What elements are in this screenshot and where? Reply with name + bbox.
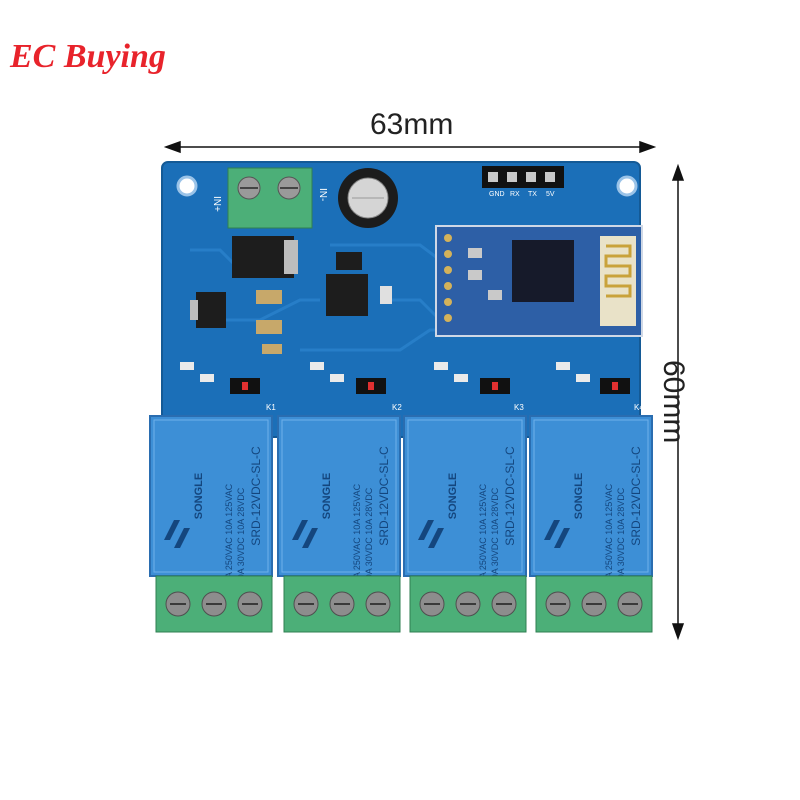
header-label-rx: RX (510, 191, 520, 198)
output-terminal-row (155, 575, 653, 633)
small-regulator (190, 292, 226, 328)
songle-logo-icon (164, 520, 190, 548)
relay-model: SRD-12VDC-SL-C (377, 446, 391, 546)
relay-label-k4: K4 (634, 403, 644, 412)
power-terminal (227, 167, 313, 229)
brand-logo: EC Buying (10, 38, 166, 75)
voltage-regulator (232, 236, 298, 278)
relay-1: SONGLE SRD-12VDC-SL-C 10A 250VAC 10A 125VA… (149, 415, 273, 588)
relay-label-k1: K1 (266, 403, 276, 412)
ic-chip-small (336, 252, 362, 270)
relay-4: SONGLE SRD-12VDC-SL-C 10A 250VAC 10A 125VA… (529, 415, 653, 588)
relay-2: SONGLE SRD-12VDC-SL-C 10A 250VAC 10A 125VA… (277, 415, 401, 588)
relay-driver-row (180, 362, 630, 394)
height-dimension-arrow (671, 163, 685, 641)
relay-rating-dc: 10A 30VDC 10A 28VDC (490, 487, 500, 584)
output-terminal-1 (155, 575, 273, 633)
header-label-gnd: GND (489, 191, 505, 198)
songle-logo-icon (292, 520, 318, 548)
power-label-positive: IN+ (211, 196, 222, 212)
relay-rating-ac: 10A 250VAC 10A 125VAC (352, 483, 362, 588)
relay-rating-ac: 10A 250VAC 10A 125VAC (224, 483, 234, 588)
relay-brand: SONGLE (193, 473, 205, 519)
relay-brand: SONGLE (447, 473, 459, 519)
relay-rating-ac: 10A 250VAC 10A 125VAC (478, 483, 488, 588)
relay-model: SRD-12VDC-SL-C (629, 446, 643, 546)
relay-3: SONGLE SRD-12VDC-SL-C 10A 250VAC 10A 125VA… (403, 415, 527, 588)
serial-header (482, 166, 564, 188)
relay-brand: SONGLE (321, 473, 333, 519)
relay-row: SONGLE SRD-12VDC-SL-C 10A 250VAC 10A 125VA… (149, 415, 653, 588)
smd-parts (256, 286, 392, 354)
header-label-tx: TX (528, 191, 537, 198)
output-terminal-3 (409, 575, 527, 633)
header-label-5v: 5V (546, 191, 555, 198)
mounting-hole (616, 175, 638, 197)
relay-label-k3: K3 (514, 403, 524, 412)
relay-model: SRD-12VDC-SL-C (503, 446, 517, 546)
output-terminal-4 (535, 575, 653, 633)
width-dimension-arrow (163, 140, 657, 154)
electrolytic-capacitor (338, 168, 398, 228)
songle-logo-icon (544, 520, 570, 548)
output-terminal-2 (283, 575, 401, 633)
ic-chip (326, 274, 368, 316)
relay-rating-ac: 10A 250VAC 10A 125VAC (604, 483, 614, 588)
bluetooth-module (435, 225, 643, 337)
relay-rating-dc: 10A 30VDC 10A 28VDC (236, 487, 246, 584)
width-dimension-label: 63mm (370, 108, 454, 141)
songle-logo-icon (418, 520, 444, 548)
relay-label-k2: K2 (392, 403, 402, 412)
relay-model: SRD-12VDC-SL-C (249, 446, 263, 546)
power-label-negative: IN- (317, 188, 328, 201)
relay-rating-dc: 10A 30VDC 10A 28VDC (616, 487, 626, 584)
relay-rating-dc: 10A 30VDC 10A 28VDC (364, 487, 374, 584)
height-dimension-label: 60mm (657, 360, 690, 444)
relay-brand: SONGLE (573, 473, 585, 519)
mounting-hole (176, 175, 198, 197)
